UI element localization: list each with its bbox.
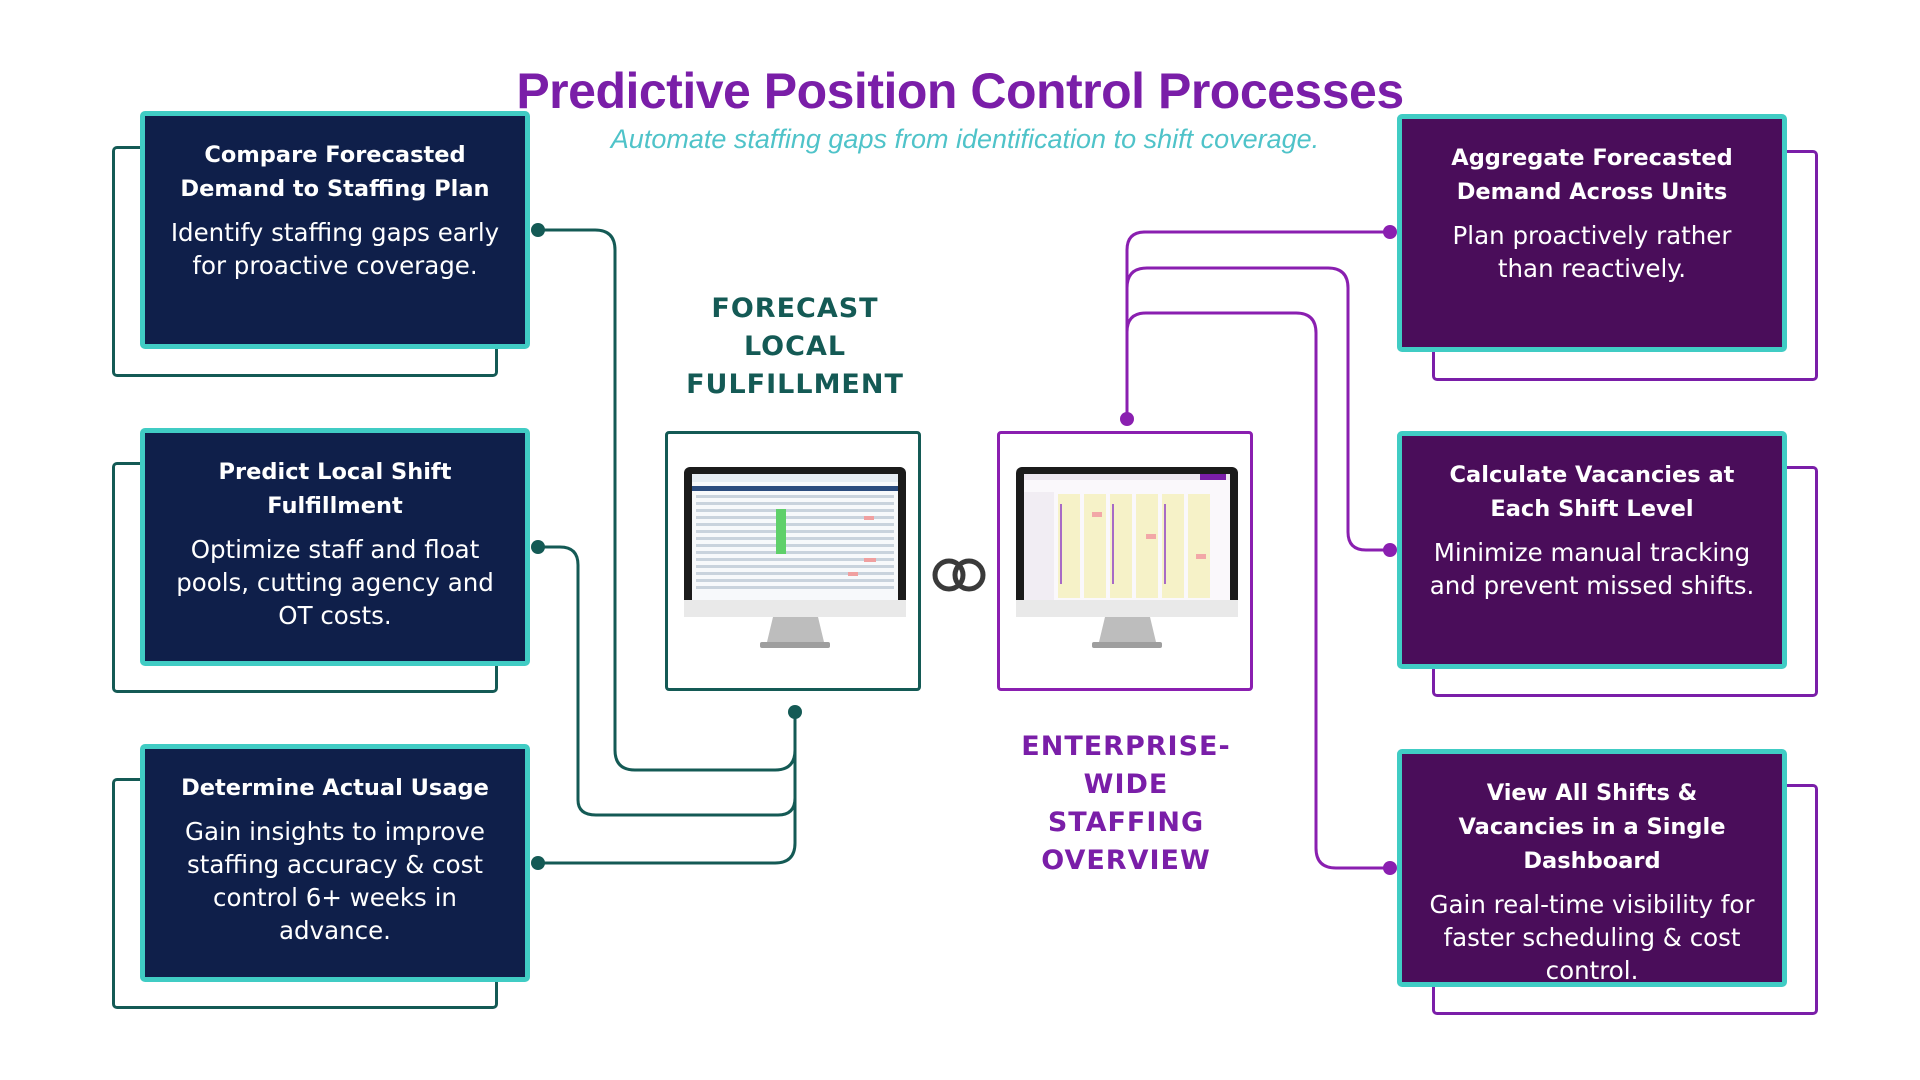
connector-left-1 [538,228,797,772]
forecast-monitor-frame [665,431,921,691]
card-description: Optimize staff and float pools, cutting … [176,535,494,630]
monitor-left-icon [684,467,906,648]
card-compare-forecasted-demand: Compare Forecasted Demand to Staffing Pl… [140,111,530,349]
card-title: Aggregate Forecasted Demand Across Units [1451,145,1733,205]
card-calculate-vacancies: Calculate Vacancies at Each Shift Level … [1397,431,1787,669]
connector-right-3 [1125,311,1390,870]
connector-left-3 [538,710,797,865]
card-view-all-shifts: View All Shifts & Vacancies in a Single … [1397,749,1787,987]
card-aggregate-forecasted-demand: Aggregate Forecasted Demand Across Units… [1397,114,1787,352]
card-description: Gain insights to improve staffing accura… [185,817,485,945]
enterprise-staffing-overview-label: ENTERPRISE-WIDE STAFFING OVERVIEW [1021,731,1231,876]
card-determine-actual-usage: Determine Actual Usage Gain insights to … [140,744,530,982]
card-title: Predict Local Shift Fulfillment [218,459,452,519]
monitor-right-icon [1016,467,1238,648]
card-description: Minimize manual tracking and prevent mis… [1429,538,1755,600]
card-description: Gain real-time visibility for faster sch… [1429,890,1755,985]
connector-right-1 [1125,230,1390,419]
connector-right-2 [1125,266,1390,552]
card-description: Plan proactively rather than reactively. [1452,221,1732,283]
connector-left-2 [538,545,797,817]
card-title: Calculate Vacancies at Each Shift Level [1449,462,1735,522]
page-title: Predictive Position Control Processes [516,63,1404,119]
card-title: Compare Forecasted Demand to Staffing Pl… [180,142,490,202]
forecast-local-fulfillment-label: FORECAST LOCAL FULFILLMENT [686,293,904,400]
card-title: View All Shifts & Vacancies in a Single … [1458,780,1726,874]
card-description: Identify staffing gaps early for proacti… [170,218,500,280]
card-title: Determine Actual Usage [181,775,489,801]
page-subtitle: Automate staffing gaps from identificati… [610,124,1320,154]
linked-rings-icon [932,558,986,592]
card-predict-local-shift: Predict Local Shift Fulfillment Optimize… [140,428,530,666]
enterprise-monitor-frame [997,431,1253,691]
